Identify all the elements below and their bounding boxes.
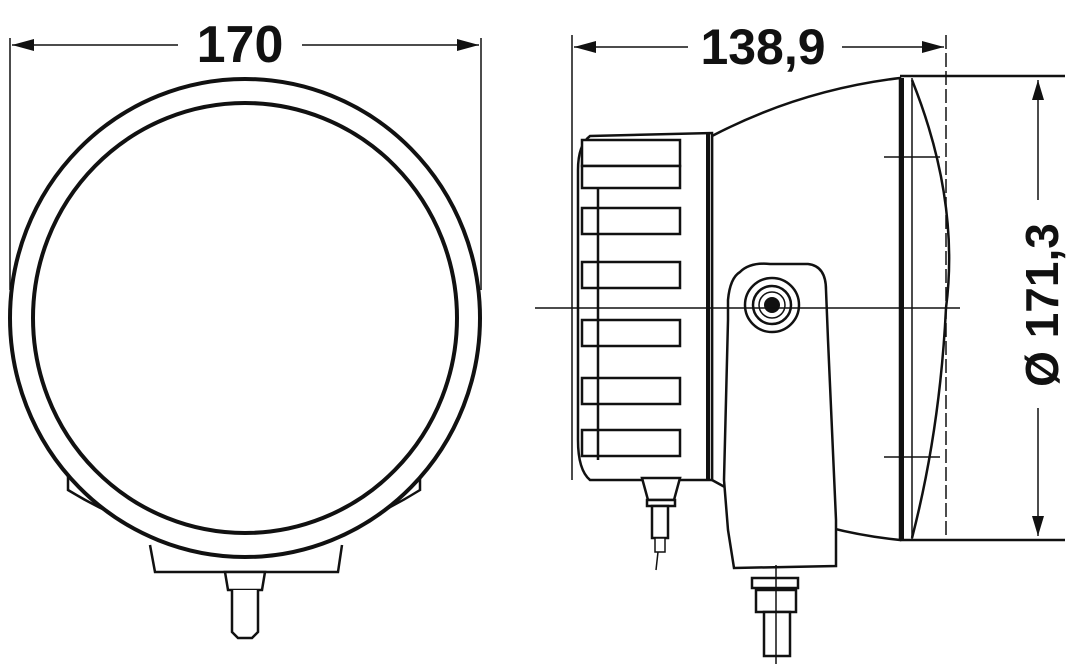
front-view: 170	[8, 16, 482, 640]
dimension-diameter-171-3: Ø 171,3	[1016, 80, 1068, 536]
cable-gland	[640, 476, 682, 571]
arrow-left-icon	[574, 41, 596, 53]
dimension-170: 170	[12, 16, 479, 74]
dimension-label-diameter: Ø 171,3	[1016, 223, 1068, 387]
arrow-right-icon	[457, 39, 479, 51]
dimension-label-depth: 138,9	[700, 19, 825, 75]
mount-bolt-center	[764, 297, 780, 313]
housing-outer-ring	[8, 77, 482, 559]
arrow-right-icon	[922, 41, 944, 53]
arrow-up-icon	[1032, 80, 1044, 100]
arrow-down-icon	[1032, 516, 1044, 536]
lens-profile	[910, 79, 951, 539]
dimension-label-width: 170	[197, 16, 284, 74]
arrow-left-icon	[12, 39, 34, 51]
dimension-138-9: 138,9	[574, 19, 944, 75]
lens-ring	[31, 101, 459, 535]
heat-sink	[576, 131, 714, 482]
side-view: 138,9 Ø 171,3	[535, 19, 1068, 664]
mount-bracket	[722, 262, 838, 664]
